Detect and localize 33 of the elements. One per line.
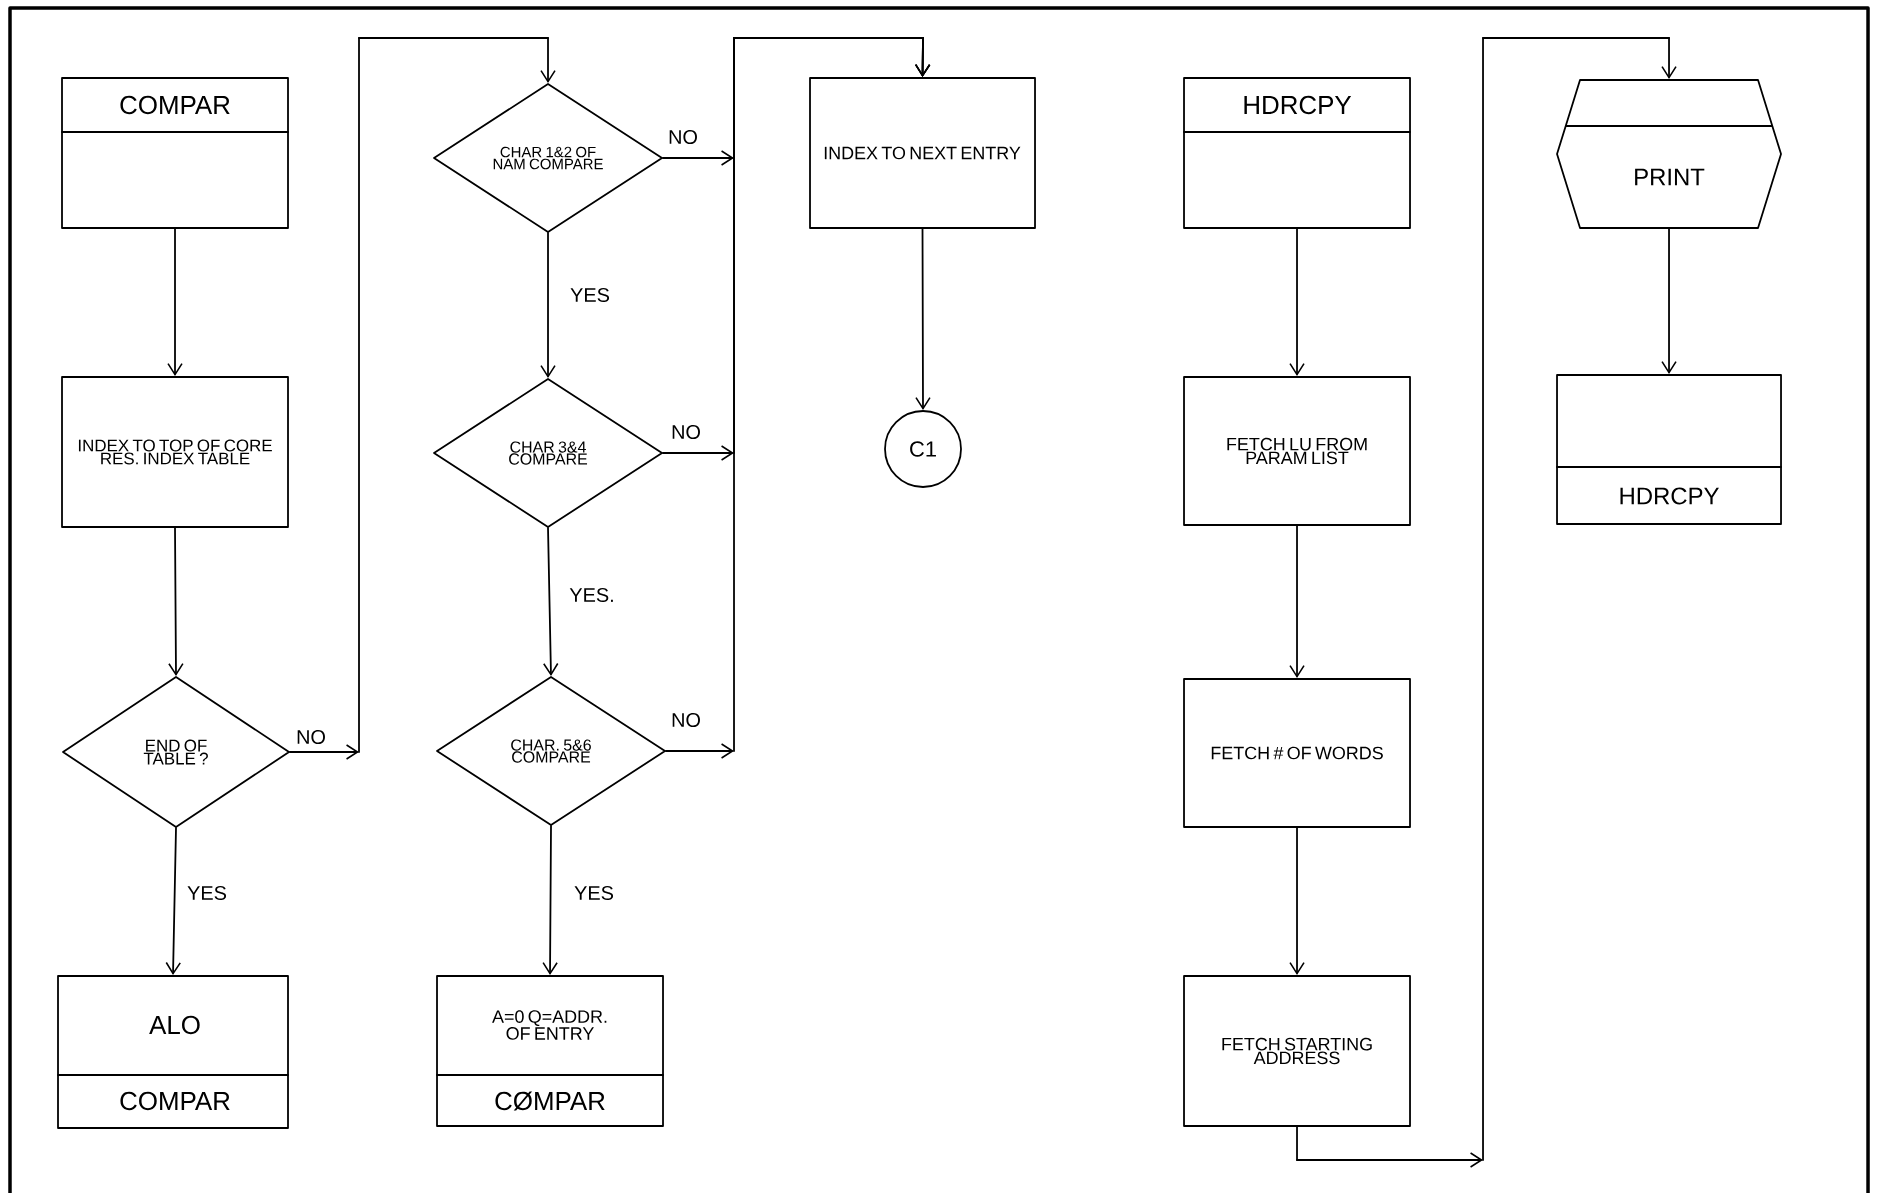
process-box: HDRCPY	[1556, 374, 1782, 525]
process-box: FETCH # OF WORDS	[1183, 678, 1411, 828]
edge-label: YES	[186, 884, 228, 902]
arrow	[665, 37, 931, 759]
edge-label: NO	[670, 711, 702, 729]
preparation-hexagon: PRINT	[1556, 79, 1782, 229]
arrow	[1296, 37, 1677, 1168]
process-box: A=0 Q=ADDR. OF ENTRY CØMPAR	[436, 975, 664, 1127]
edge-label: NO	[667, 128, 699, 146]
arrow	[915, 228, 931, 411]
arrow	[1661, 228, 1677, 375]
arrow	[540, 232, 556, 379]
process-box: HDRCPY	[1183, 77, 1411, 229]
arrow	[168, 527, 184, 677]
arrow	[1289, 228, 1305, 377]
arrow	[289, 37, 556, 760]
edge-label: YES	[573, 884, 615, 902]
arrow	[543, 527, 559, 677]
edge-label: YES	[569, 286, 611, 304]
edge-label: YES.	[568, 586, 616, 604]
process-box: FETCH LU FROM PARAM LIST	[1183, 376, 1411, 526]
arrow	[1289, 827, 1305, 976]
process-box: INDEX TO TOP OF CORE RES. INDEX TABLE	[61, 376, 289, 528]
arrow	[542, 825, 558, 976]
arrow	[165, 827, 182, 976]
arrow	[1289, 525, 1305, 679]
process-box: INDEX TO NEXT ENTRY	[809, 77, 1036, 229]
process-box: FETCH STARTING ADDRESS	[1183, 975, 1411, 1127]
edge-label: NO	[295, 728, 327, 746]
process-box: ALO COMPAR	[57, 975, 289, 1129]
edge-label: NO	[670, 423, 702, 441]
process-box: COMPAR	[61, 77, 289, 229]
arrow	[167, 228, 183, 377]
